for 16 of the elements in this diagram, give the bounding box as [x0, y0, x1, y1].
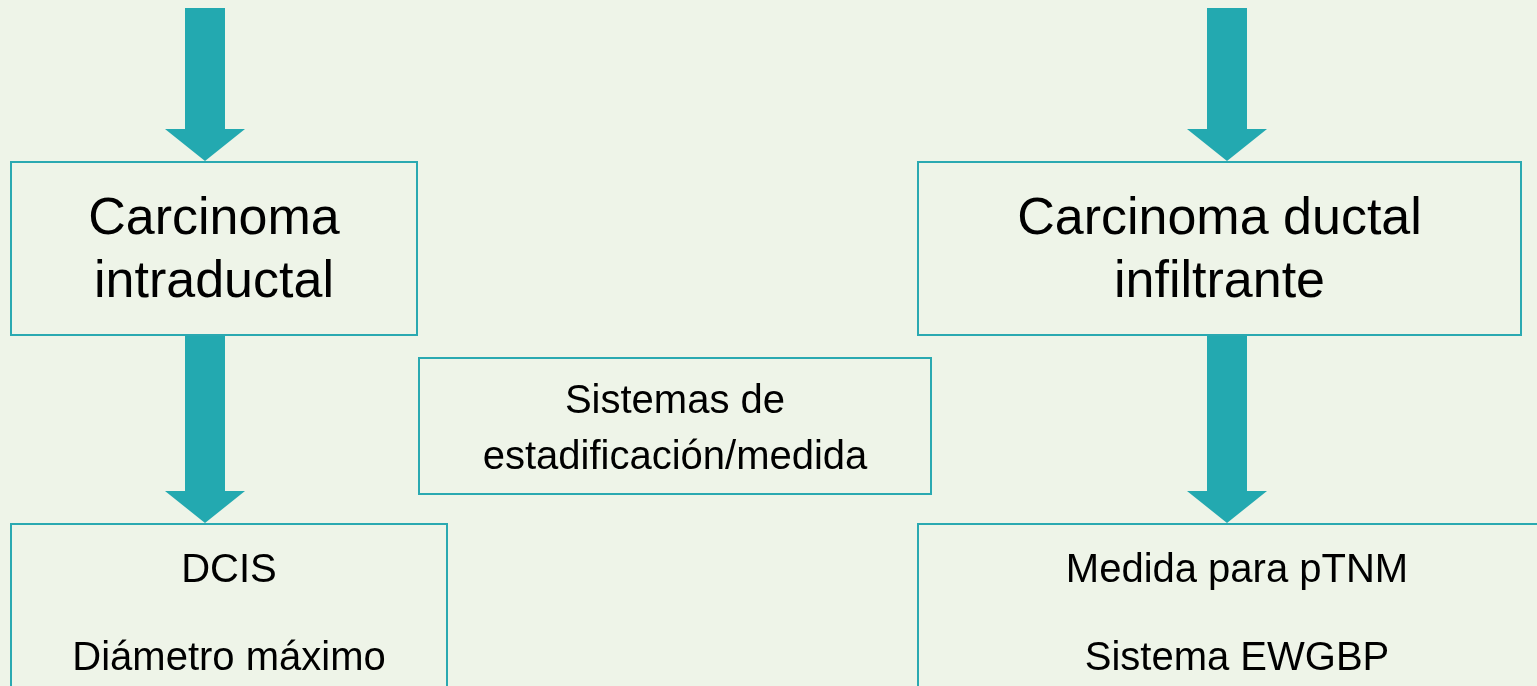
result-box: [10, 523, 448, 686]
node-text: Carcinoma ductal infiltrante: [1016, 186, 1423, 311]
node-text: Sistemas de estadificación/medida: [481, 376, 869, 479]
arrow: [165, 8, 245, 161]
arrow: [1187, 8, 1267, 161]
node-text: Diámetro máximo: [72, 633, 386, 679]
node-text: Sistema EWGBP: [1084, 633, 1390, 679]
result-box: [917, 523, 1537, 686]
arrow: [165, 336, 245, 523]
node-text: Medida para pTNM: [1065, 545, 1409, 591]
node-text: Carcinoma intraductal: [87, 186, 341, 311]
node-text: DCIS: [181, 545, 277, 591]
label-box: [418, 357, 932, 495]
arrow: [1187, 336, 1267, 523]
process-box: [10, 161, 418, 336]
process-box: [917, 161, 1522, 336]
